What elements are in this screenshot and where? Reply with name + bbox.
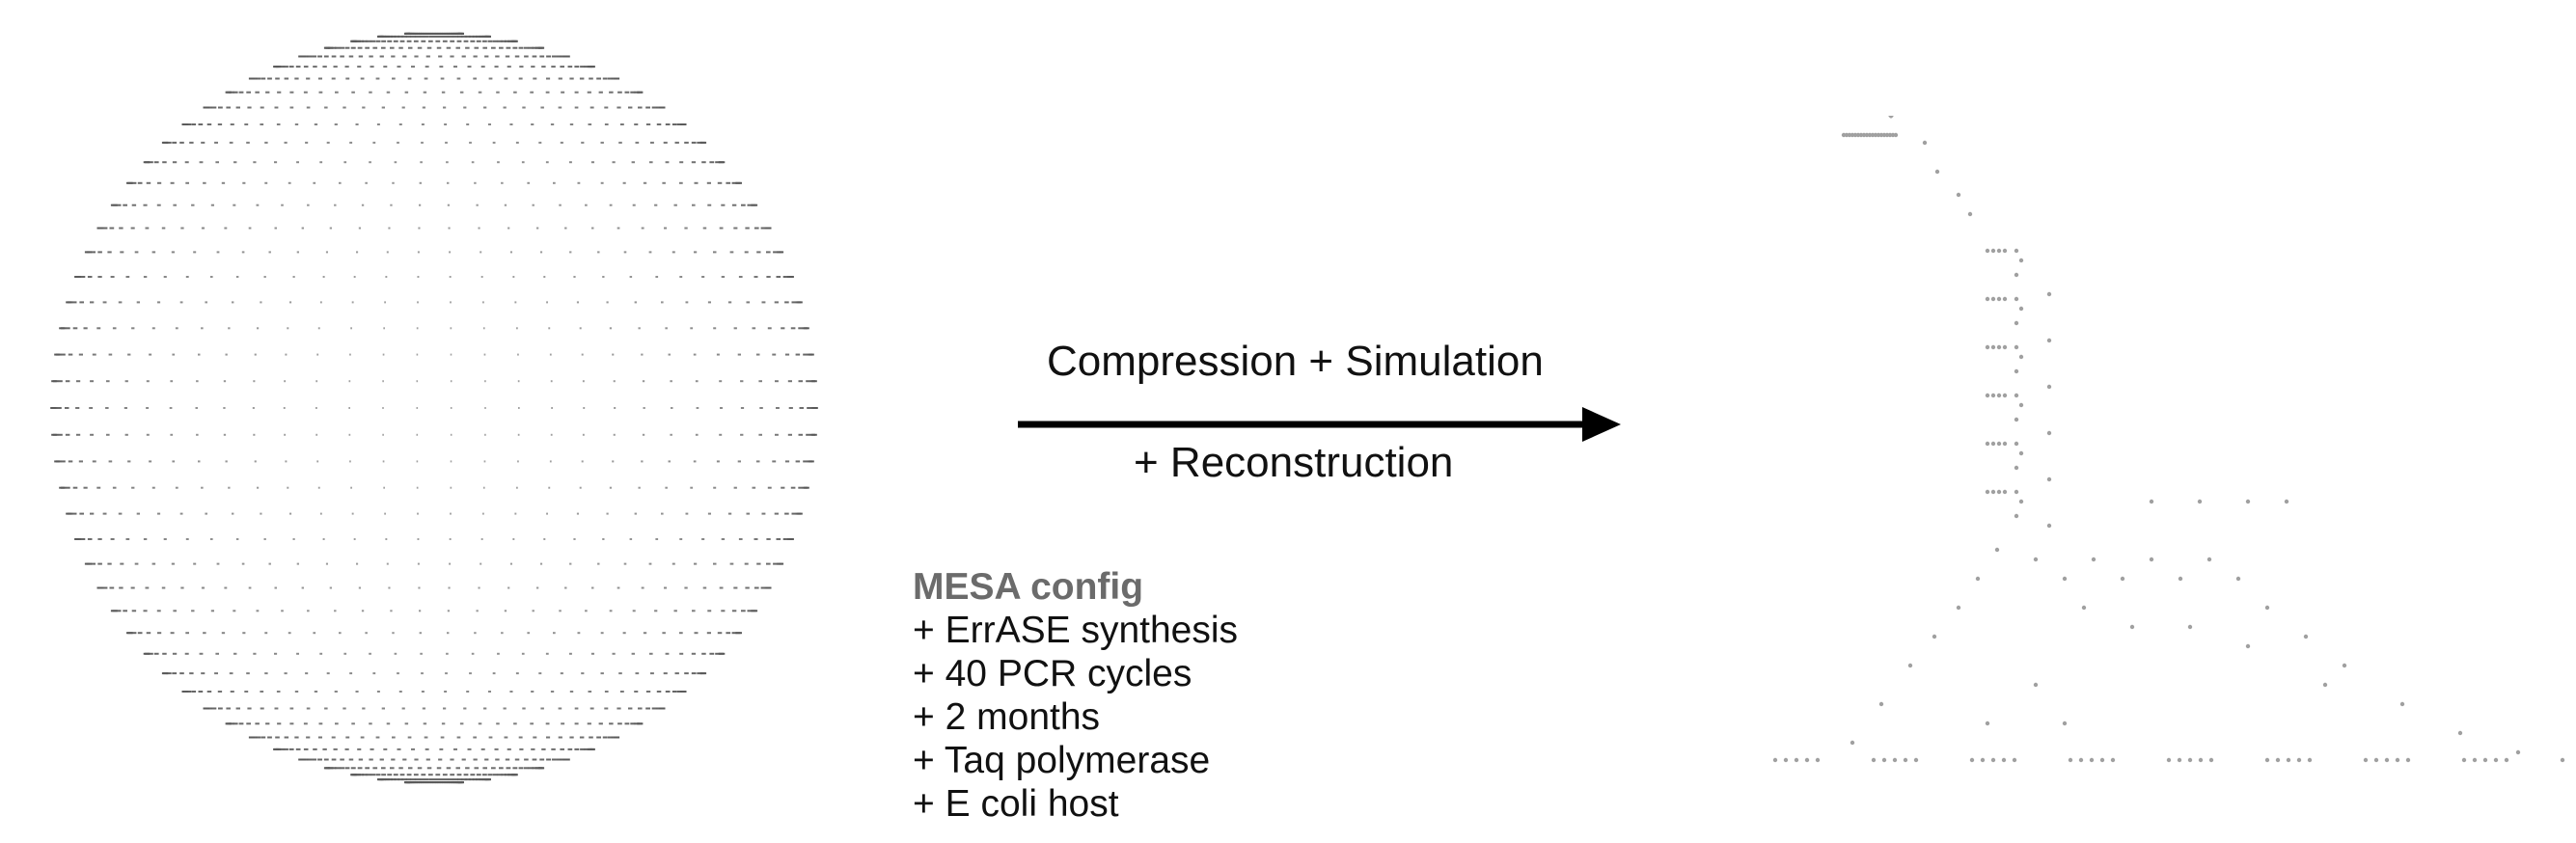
reconstructed-point-cloud <box>1772 116 2565 763</box>
mesa-config-block: MESA config + ErrASE synthesis + 40 PCR … <box>913 565 1238 826</box>
config-title: MESA config <box>913 566 1144 608</box>
original-point-cloud-sphere <box>50 32 818 784</box>
right-arrow-icon <box>1018 407 1621 442</box>
config-line-polymerase: + Taq polymerase <box>913 740 1211 781</box>
arrow-bottom-label: + Reconstruction <box>1134 439 1454 486</box>
config-line-synthesis: + ErrASE synthesis <box>913 610 1239 651</box>
arrow-top-label: Compression + Simulation <box>1047 338 1544 385</box>
process-arrow-group: Compression + Simulation + Reconstructio… <box>1018 328 1635 521</box>
config-line-pcr: + 40 PCR cycles <box>913 653 1192 694</box>
config-line-storage: + 2 months <box>913 696 1101 738</box>
config-line-host: + E coli host <box>913 783 1119 825</box>
